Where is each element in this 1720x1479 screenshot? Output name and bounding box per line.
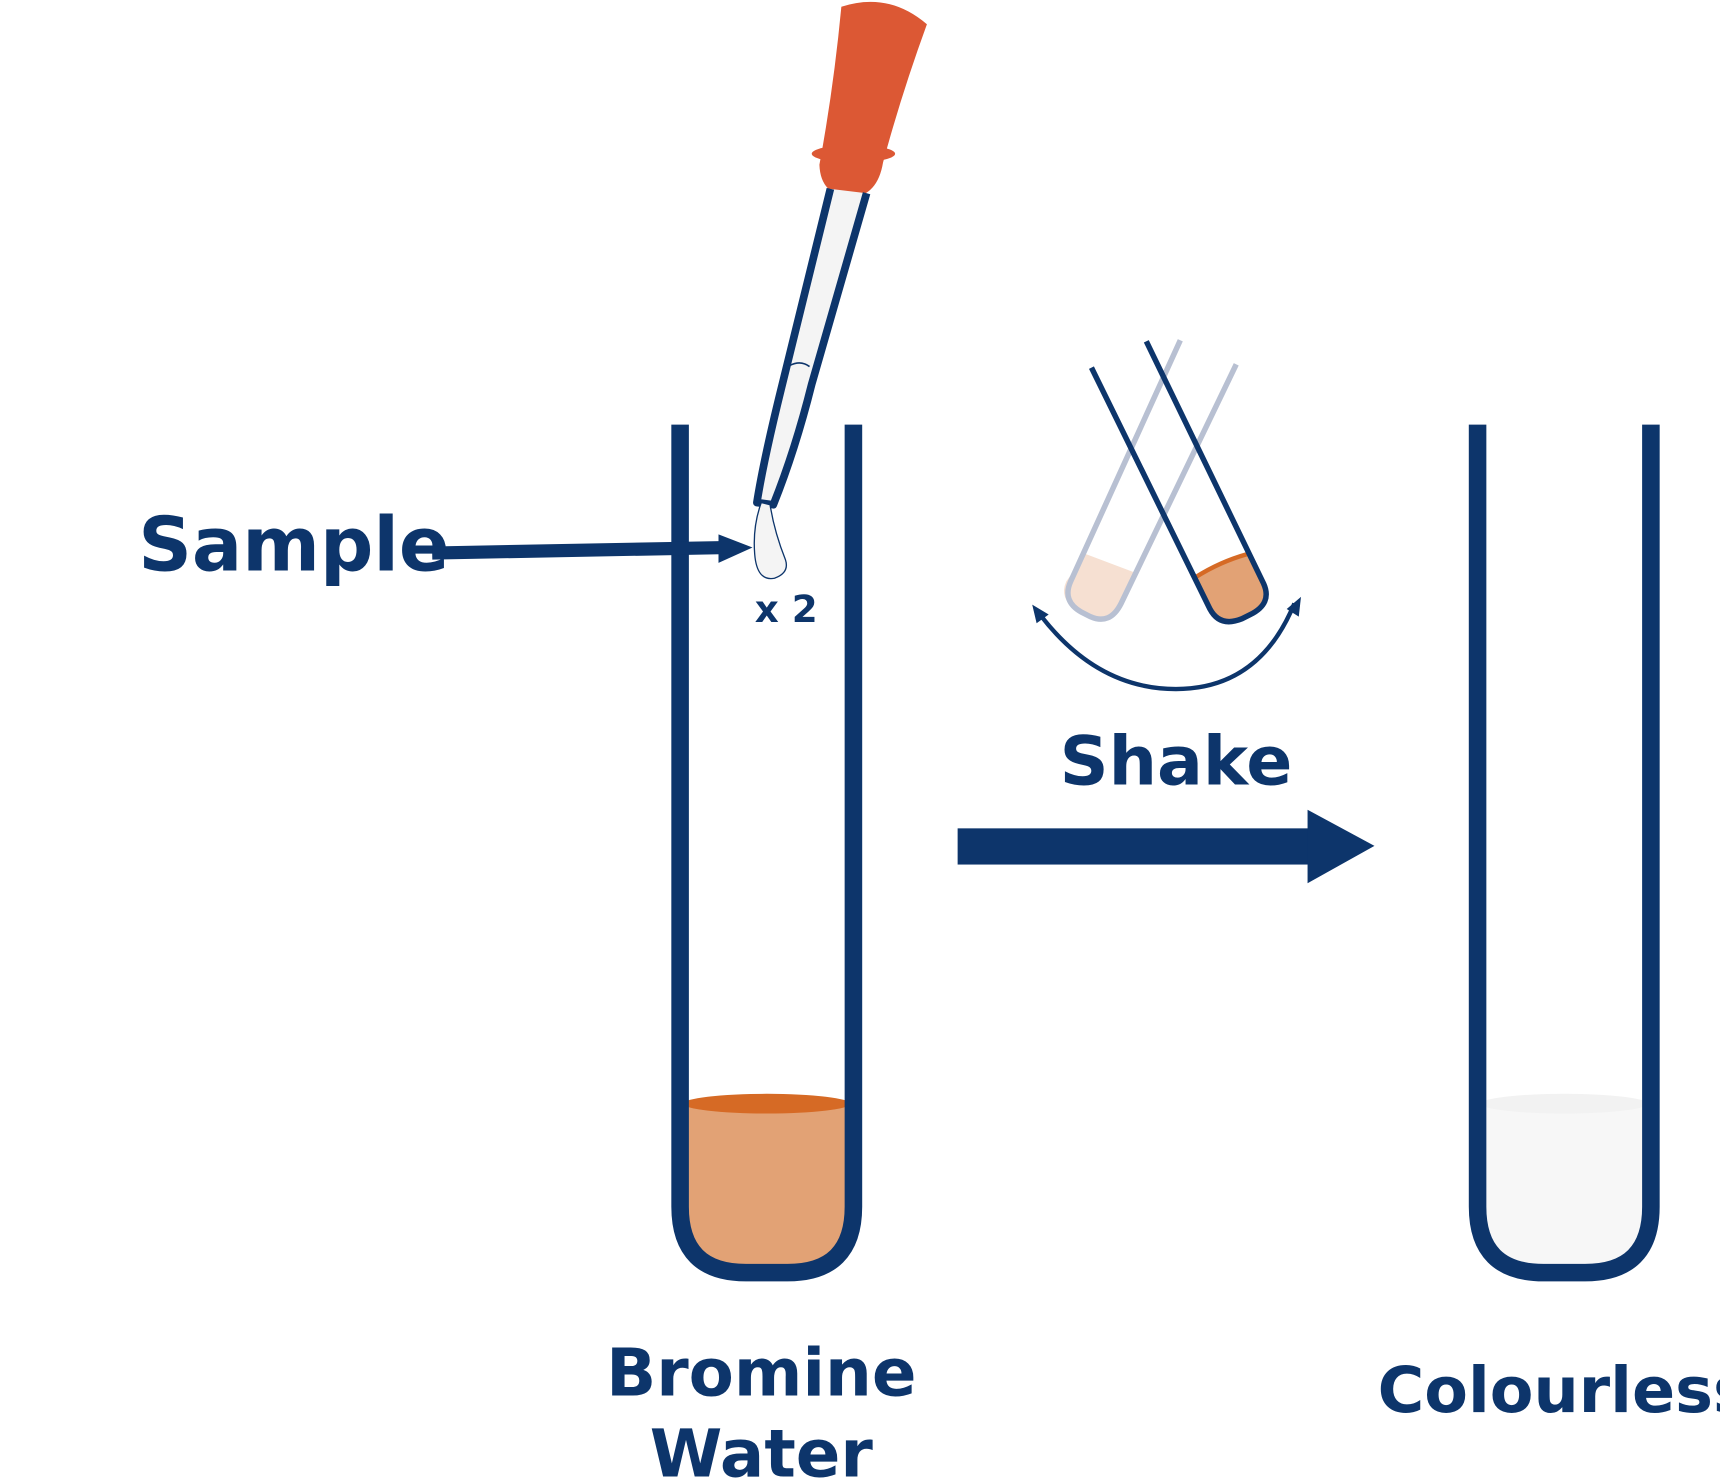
sample-label: Sample (138, 502, 449, 589)
pipette-tube (753, 187, 871, 509)
shake-illustration (1032, 339, 1301, 692)
shake-label: Shake (1060, 722, 1293, 801)
colourless-liquid (1477, 1102, 1651, 1273)
arrowhead-left (1032, 604, 1049, 624)
arrowhead-right (1286, 596, 1301, 617)
faded-test-tube (1063, 339, 1239, 622)
bromine-water-liquid (680, 1102, 854, 1273)
colourless-surface (1480, 1093, 1648, 1114)
bromine-water-test-tube (671, 424, 863, 1282)
colourless-test-tube (1468, 424, 1660, 1282)
bromine-water-label-line2: Water (650, 1416, 874, 1479)
pipette (753, 1, 927, 580)
drop-count-label: x 2 (755, 587, 818, 631)
test-tube-outline (671, 424, 863, 1282)
bromine-water-surface (683, 1093, 851, 1114)
tilted-test-tube (1088, 340, 1269, 625)
sample-arrow (432, 534, 753, 563)
sample-drop (753, 501, 788, 580)
test-tube-outline (1468, 424, 1660, 1282)
pipette-bulb-rim (811, 144, 896, 163)
pipette-bulb (819, 1, 927, 198)
bromine-water-label-line1: Bromine (606, 1334, 916, 1411)
colourless-label: Colourless (1378, 1354, 1720, 1428)
shake-arc-arrow (1038, 602, 1297, 692)
pipette-liquid-line (789, 362, 811, 368)
process-arrow (957, 809, 1375, 884)
